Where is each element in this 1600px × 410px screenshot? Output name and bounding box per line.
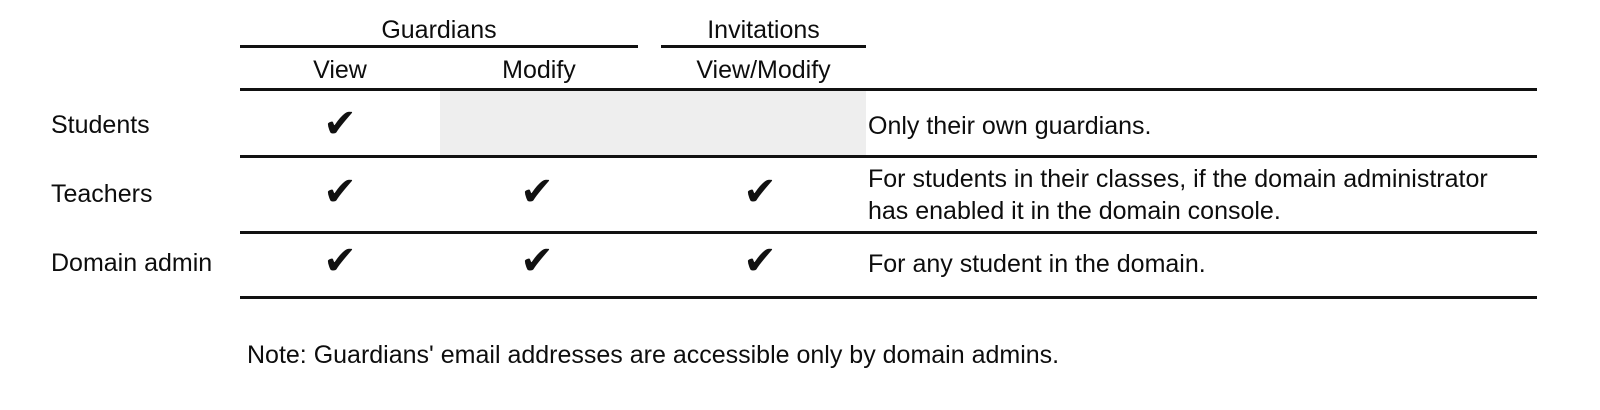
group-rule-guardians [240,45,638,48]
cell-teachers-description: For students in their classes, if the do… [868,165,1488,225]
cell-teachers-guardians-view-check-icon: ✔ [323,169,357,215]
column-group-guardians-label: Guardians [381,16,497,44]
row-label-teachers: Teachers [51,180,153,208]
cell-teachers-invitations-view-modify-check-icon: ✔ [743,169,777,215]
cell-domain-admin-guardians-modify-check-icon: ✔ [520,238,554,284]
footnote-text: Note: Guardians' email addresses are acc… [247,341,1060,369]
cell-domain-admin-invitations-view-modify-check-icon: ✔ [743,238,777,284]
row-rule-after-teachers [240,231,1537,234]
header-bottom-rule [240,88,1537,91]
cell-students-modify-na [440,91,866,155]
row-rule-after-students [240,155,1537,158]
cell-students-description: Only their own guardians. [868,112,1152,140]
column-header-view-modify: View/Modify [696,56,831,84]
cell-teachers-guardians-modify-check-icon: ✔ [520,169,554,215]
cell-domain-admin-description: For any student in the domain. [868,250,1206,278]
column-group-invitations-label: Invitations [707,16,820,44]
cell-domain-admin-guardians-view-check-icon: ✔ [323,238,357,284]
column-header-modify: Modify [502,56,576,84]
row-label-domain-admin: Domain admin [51,249,213,277]
cell-students-guardians-view-check-icon: ✔ [323,101,357,147]
row-label-students: Students [51,111,150,139]
column-header-view: View [313,56,367,84]
table-bottom-rule [240,296,1537,299]
group-rule-invitations [661,45,866,48]
